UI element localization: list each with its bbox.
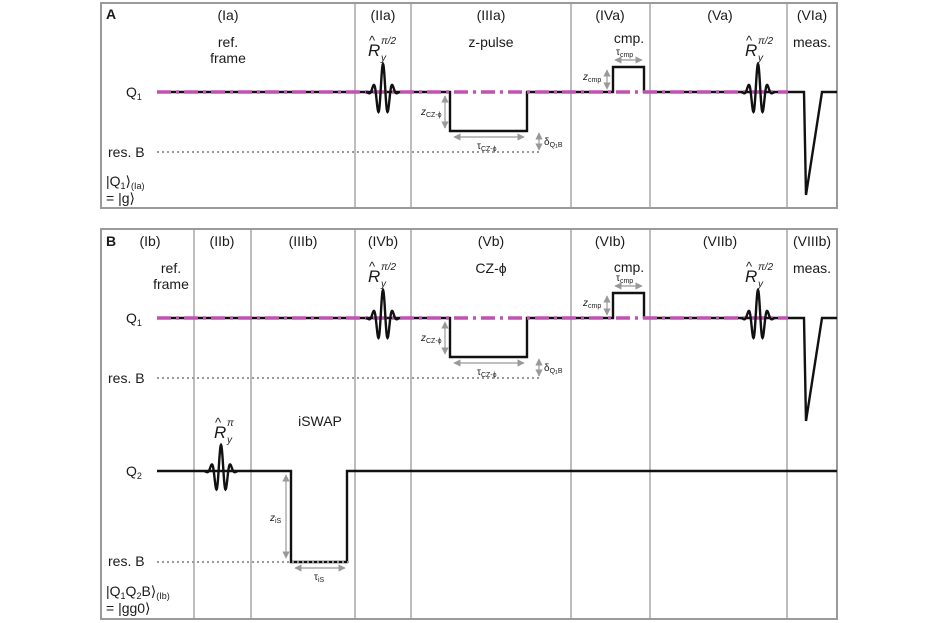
hat-symbol: ^ (746, 33, 753, 48)
column-label-iia: (IIa) (371, 7, 396, 23)
gate-r: R (368, 267, 380, 286)
gate-subscript: y (757, 279, 764, 290)
ref-frame-title: ref. (218, 34, 238, 50)
z-cmp-label: zcmp (582, 72, 601, 84)
gate-r: R (745, 267, 757, 286)
gate-superscript: π (227, 418, 234, 429)
panel-a: A (Ia) (IIa) (IIIa) (IVa) (Va) (VIa) ref… (100, 2, 838, 209)
ref-frame-title: frame (153, 276, 189, 292)
iswap-title: iSWAP (298, 413, 342, 429)
column-label-iiib: (IIIb) (289, 233, 318, 249)
gaussian-pulse (365, 287, 401, 340)
meas-title: meas. (793, 34, 831, 50)
column-label-viib: (VIIb) (703, 233, 737, 249)
column-label-viiib: (VIIIb) (793, 233, 831, 249)
column-label-ia: (Ia) (218, 7, 239, 23)
hat-symbol: ^ (369, 259, 376, 274)
tau-cmp-label: τcmp (616, 273, 633, 285)
column-label-ivb: (IVb) (368, 233, 398, 249)
delta-label: δQ1B (544, 137, 563, 150)
row-label-q2: Q2 (126, 463, 142, 481)
gate-subscript: y (380, 53, 387, 64)
tau-cz-label: τCZ-ϕ (477, 367, 497, 379)
ref-frame-title: ref. (161, 260, 181, 276)
gate-subscript: y (226, 435, 233, 446)
column-label-iiia: (IIIa) (477, 7, 506, 23)
z-pulse-title: z-pulse (468, 34, 513, 50)
gate-subscript: y (757, 53, 764, 64)
panel-b-frame (100, 228, 838, 620)
hat-symbol: ^ (215, 415, 222, 430)
gate-r: R (368, 41, 380, 60)
q2-flux-wire (157, 469, 837, 564)
q1-flux-wire (157, 65, 837, 196)
q1-flux-wire (157, 291, 837, 422)
column-label-vib: (VIb) (595, 233, 625, 249)
panel-a-frame (100, 2, 838, 209)
ref-frame-title: frame (210, 50, 246, 66)
initial-state: = |gg0⟩ (106, 600, 151, 616)
column-label-iib: (IIb) (210, 233, 235, 249)
rotation-gate-label: ^ R y π/2 (745, 259, 773, 290)
row-label-res-b: res. B (108, 370, 145, 386)
gate-superscript: π/2 (758, 36, 773, 47)
hat-symbol: ^ (746, 259, 753, 274)
z-cz-label: zCZ-ϕ (420, 107, 442, 119)
column-label-va: (Va) (707, 7, 732, 23)
column-label-ib: (Ib) (140, 233, 161, 249)
gate-superscript: π/2 (381, 262, 396, 273)
rotation-gate-label: ^ R y π/2 (745, 33, 773, 64)
cmp-title: cmp. (614, 30, 644, 46)
row-label-res-b: res. B (108, 553, 145, 569)
panel-a-letter: A (106, 6, 116, 22)
rotation-gate-label: ^ R y π (214, 415, 234, 446)
z-cmp-label: zcmp (582, 298, 601, 310)
tau-cmp-label: τcmp (616, 47, 633, 59)
gaussian-pulse (740, 287, 776, 340)
hat-symbol: ^ (369, 33, 376, 48)
row-label-q1: Q1 (126, 310, 142, 328)
initial-state: |Q1⟩(Ia) (106, 173, 145, 191)
gaussian-pulse (740, 61, 776, 114)
initial-state: = |g⟩ (106, 190, 135, 206)
row-label-res-b: res. B (108, 144, 145, 160)
column-label-vb: (Vb) (478, 233, 504, 249)
rotation-gate-label: ^ R y π/2 (368, 259, 396, 290)
gaussian-pulse (365, 61, 401, 114)
column-label-iva: (IVa) (595, 7, 624, 23)
panel-b: B (Ib) (IIb) (IIIb) (IVb) (Vb) (VIb) (VI… (100, 228, 838, 620)
column-label-via: (VIa) (797, 7, 827, 23)
gate-r: R (745, 41, 757, 60)
tau-is-label: τiS (314, 572, 325, 584)
meas-title: meas. (793, 260, 831, 276)
cz-phi-title: CZ-ϕ (475, 260, 506, 276)
gate-r: R (214, 423, 226, 442)
delta-label: δQ1B (544, 363, 563, 376)
gaussian-pulse (203, 442, 239, 492)
z-cz-label: zCZ-ϕ (420, 333, 442, 345)
z-is-label: ziS (269, 513, 282, 525)
initial-state: |Q1Q2B⟩(Ib) (106, 583, 170, 601)
gate-subscript: y (380, 279, 387, 290)
gate-superscript: π/2 (758, 262, 773, 273)
rotation-gate-label: ^ R y π/2 (368, 33, 396, 64)
cmp-title: cmp. (614, 259, 644, 275)
gate-superscript: π/2 (381, 36, 396, 47)
panel-b-letter: B (106, 233, 116, 249)
tau-cz-label: τCZ-ϕ (477, 141, 497, 153)
row-label-q1: Q1 (126, 84, 142, 102)
